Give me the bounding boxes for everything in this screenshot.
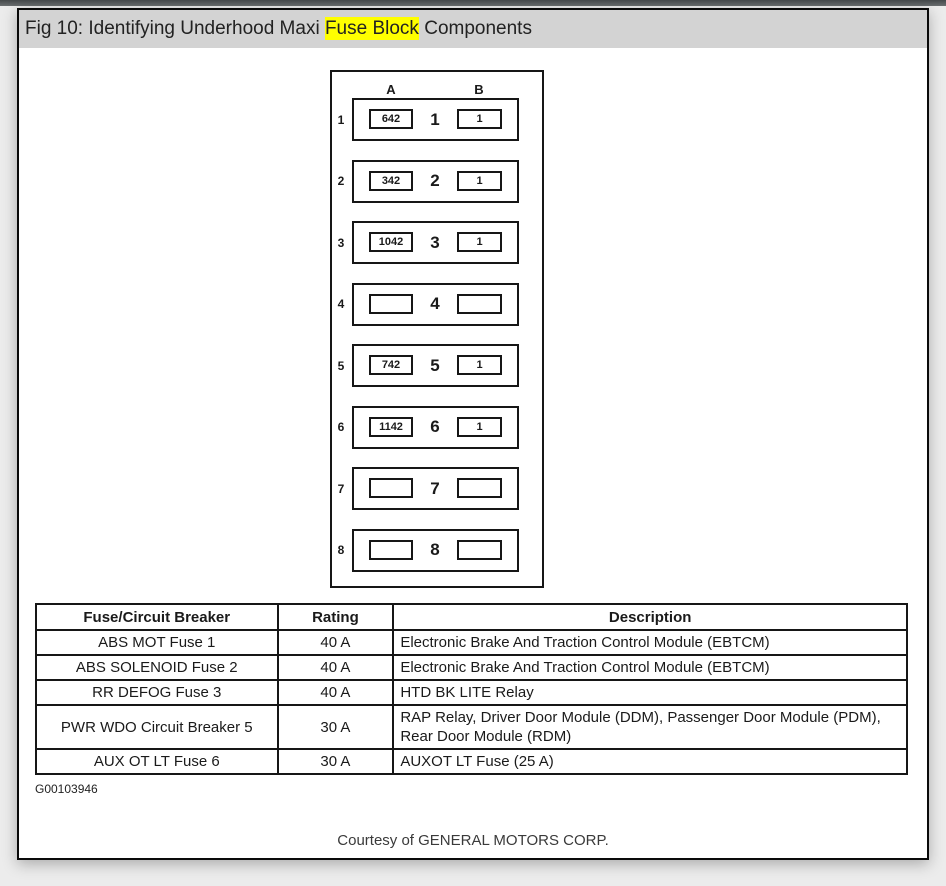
fuse-cavity-a xyxy=(369,478,413,498)
figure-caption-bar: Fig 10: Identifying Underhood Maxi Fuse … xyxy=(19,10,927,48)
fuse-slot-number: 3 xyxy=(430,232,440,252)
fuse-row-index: 2 xyxy=(337,174,345,188)
fuse-cavity-b xyxy=(457,539,502,560)
header-description: Description xyxy=(392,603,908,631)
fuse-row: 7 7 xyxy=(332,467,542,510)
fuse-slot-outline: 1142 6 1 xyxy=(352,405,519,449)
table-row: AUX OT LT Fuse 6 30 A AUXOT LT Fuse (25 … xyxy=(35,748,908,775)
fuse-slot-number: 5 xyxy=(430,355,440,375)
fuse-row-index: 3 xyxy=(337,235,345,250)
fuse-cavity-a: 342 xyxy=(369,170,413,191)
fuse-slot-outline: 742 5 1 xyxy=(352,344,519,387)
cell-rating: 40 A xyxy=(276,679,395,706)
figure-id: G00103946 xyxy=(35,782,98,796)
fuse-slot-number: 4 xyxy=(430,294,440,313)
search-highlight: Fuse Block xyxy=(324,17,419,40)
fuse-row-index: 7 xyxy=(337,481,345,496)
fuse-row-index: 5 xyxy=(337,358,345,373)
fuse-slot-number: 6 xyxy=(430,417,440,436)
cell-description: HTD BK LITE Relay xyxy=(392,679,908,706)
fuse-cavity-a: 1042 xyxy=(369,232,413,252)
fuse-slot-outline: 4 xyxy=(352,282,519,326)
fuse-cavity-b: 1 xyxy=(457,416,502,437)
cell-fuse-name: ABS MOT Fuse 1 xyxy=(35,629,279,656)
fuse-row-index: 1 xyxy=(337,112,345,127)
header-fuse-circuit-breaker: Fuse/Circuit Breaker xyxy=(35,603,279,631)
cell-rating: 30 A xyxy=(276,704,395,750)
table-header-row: Fuse/Circuit Breaker Rating Description xyxy=(35,603,908,631)
fuse-slot-outline: 7 xyxy=(352,467,519,510)
fuse-slot-number: 1 xyxy=(430,109,440,129)
table-row: RR DEFOG Fuse 3 40 A HTD BK LITE Relay xyxy=(35,679,908,706)
fuse-slot-number: 7 xyxy=(430,478,440,498)
figure-caption-suffix: Components xyxy=(418,18,532,39)
fuse-row: 4 4 xyxy=(332,282,542,326)
fuse-row-index: 4 xyxy=(337,297,345,311)
fuse-cavity-a: 1142 xyxy=(369,416,413,437)
cell-description: Electronic Brake And Traction Control Mo… xyxy=(392,629,908,656)
fuse-cavity-a xyxy=(369,293,413,314)
document-page: Fig 10: Identifying Underhood Maxi Fuse … xyxy=(17,8,929,860)
fuse-row-index: 8 xyxy=(337,543,345,557)
fuse-slot-outline: 342 2 1 xyxy=(352,159,519,203)
cell-description: RAP Relay, Driver Door Module (DDM), Pas… xyxy=(392,704,908,750)
fuse-cavity-b xyxy=(457,478,502,498)
cell-rating: 40 A xyxy=(276,629,395,656)
fuse-cavity-b: 1 xyxy=(457,355,502,375)
cell-description: Electronic Brake And Traction Control Mo… xyxy=(392,654,908,681)
figure-caption-prefix: Fig 10: Identifying Underhood Maxi xyxy=(25,18,325,39)
cell-rating: 40 A xyxy=(276,654,395,681)
fuse-slot-outline: 1042 3 1 xyxy=(352,221,519,264)
cell-fuse-name: PWR WDO Circuit Breaker 5 xyxy=(35,704,279,750)
fuse-cavity-b: 1 xyxy=(457,170,502,191)
fuse-row: 3 1042 3 1 xyxy=(332,221,542,264)
fuse-cavity-b xyxy=(457,293,502,314)
column-label-a: A xyxy=(386,82,396,97)
fuse-cavity-b: 1 xyxy=(457,109,502,129)
cell-fuse-name: RR DEFOG Fuse 3 xyxy=(35,679,279,706)
table-row: ABS SOLENOID Fuse 2 40 A Electronic Brak… xyxy=(35,654,908,681)
fuse-cavity-a: 642 xyxy=(369,109,413,129)
fuse-cavity-a: 742 xyxy=(369,355,413,375)
fuse-row: 5 742 5 1 xyxy=(332,344,542,387)
table-row: ABS MOT Fuse 1 40 A Electronic Brake And… xyxy=(35,629,908,656)
fuse-row: 2 342 2 1 xyxy=(332,159,542,203)
cell-fuse-name: ABS SOLENOID Fuse 2 xyxy=(35,654,279,681)
fuse-block-diagram: A B 1 642 1 1 2 342 2 1 xyxy=(330,70,544,588)
fuse-row-index: 6 xyxy=(337,420,345,434)
cell-fuse-name: AUX OT LT Fuse 6 xyxy=(35,748,279,775)
fuse-row: 8 8 xyxy=(332,528,542,572)
header-rating: Rating xyxy=(276,603,395,631)
courtesy-line: Courtesy of GENERAL MOTORS CORP. xyxy=(337,832,609,849)
fuse-slot-number: 2 xyxy=(430,171,440,190)
fuse-slot-number: 8 xyxy=(430,540,440,559)
window-top-edge xyxy=(0,0,946,6)
table-row: PWR WDO Circuit Breaker 5 30 A RAP Relay… xyxy=(35,704,908,750)
fuse-row: 1 642 1 1 xyxy=(332,98,542,141)
fuse-slot-outline: 8 xyxy=(352,528,519,572)
fuse-slot-outline: 642 1 1 xyxy=(352,98,519,141)
fuse-row: 6 1142 6 1 xyxy=(332,405,542,449)
cell-description: AUXOT LT Fuse (25 A) xyxy=(392,748,908,775)
fuse-rows: 1 642 1 1 2 342 2 1 xyxy=(332,98,542,572)
fuse-cavity-b: 1 xyxy=(457,232,502,252)
fuse-cavity-a xyxy=(369,539,413,560)
fuse-reference-table: Fuse/Circuit Breaker Rating Description … xyxy=(35,603,908,775)
cell-rating: 30 A xyxy=(276,748,395,775)
column-label-b: B xyxy=(474,82,484,97)
